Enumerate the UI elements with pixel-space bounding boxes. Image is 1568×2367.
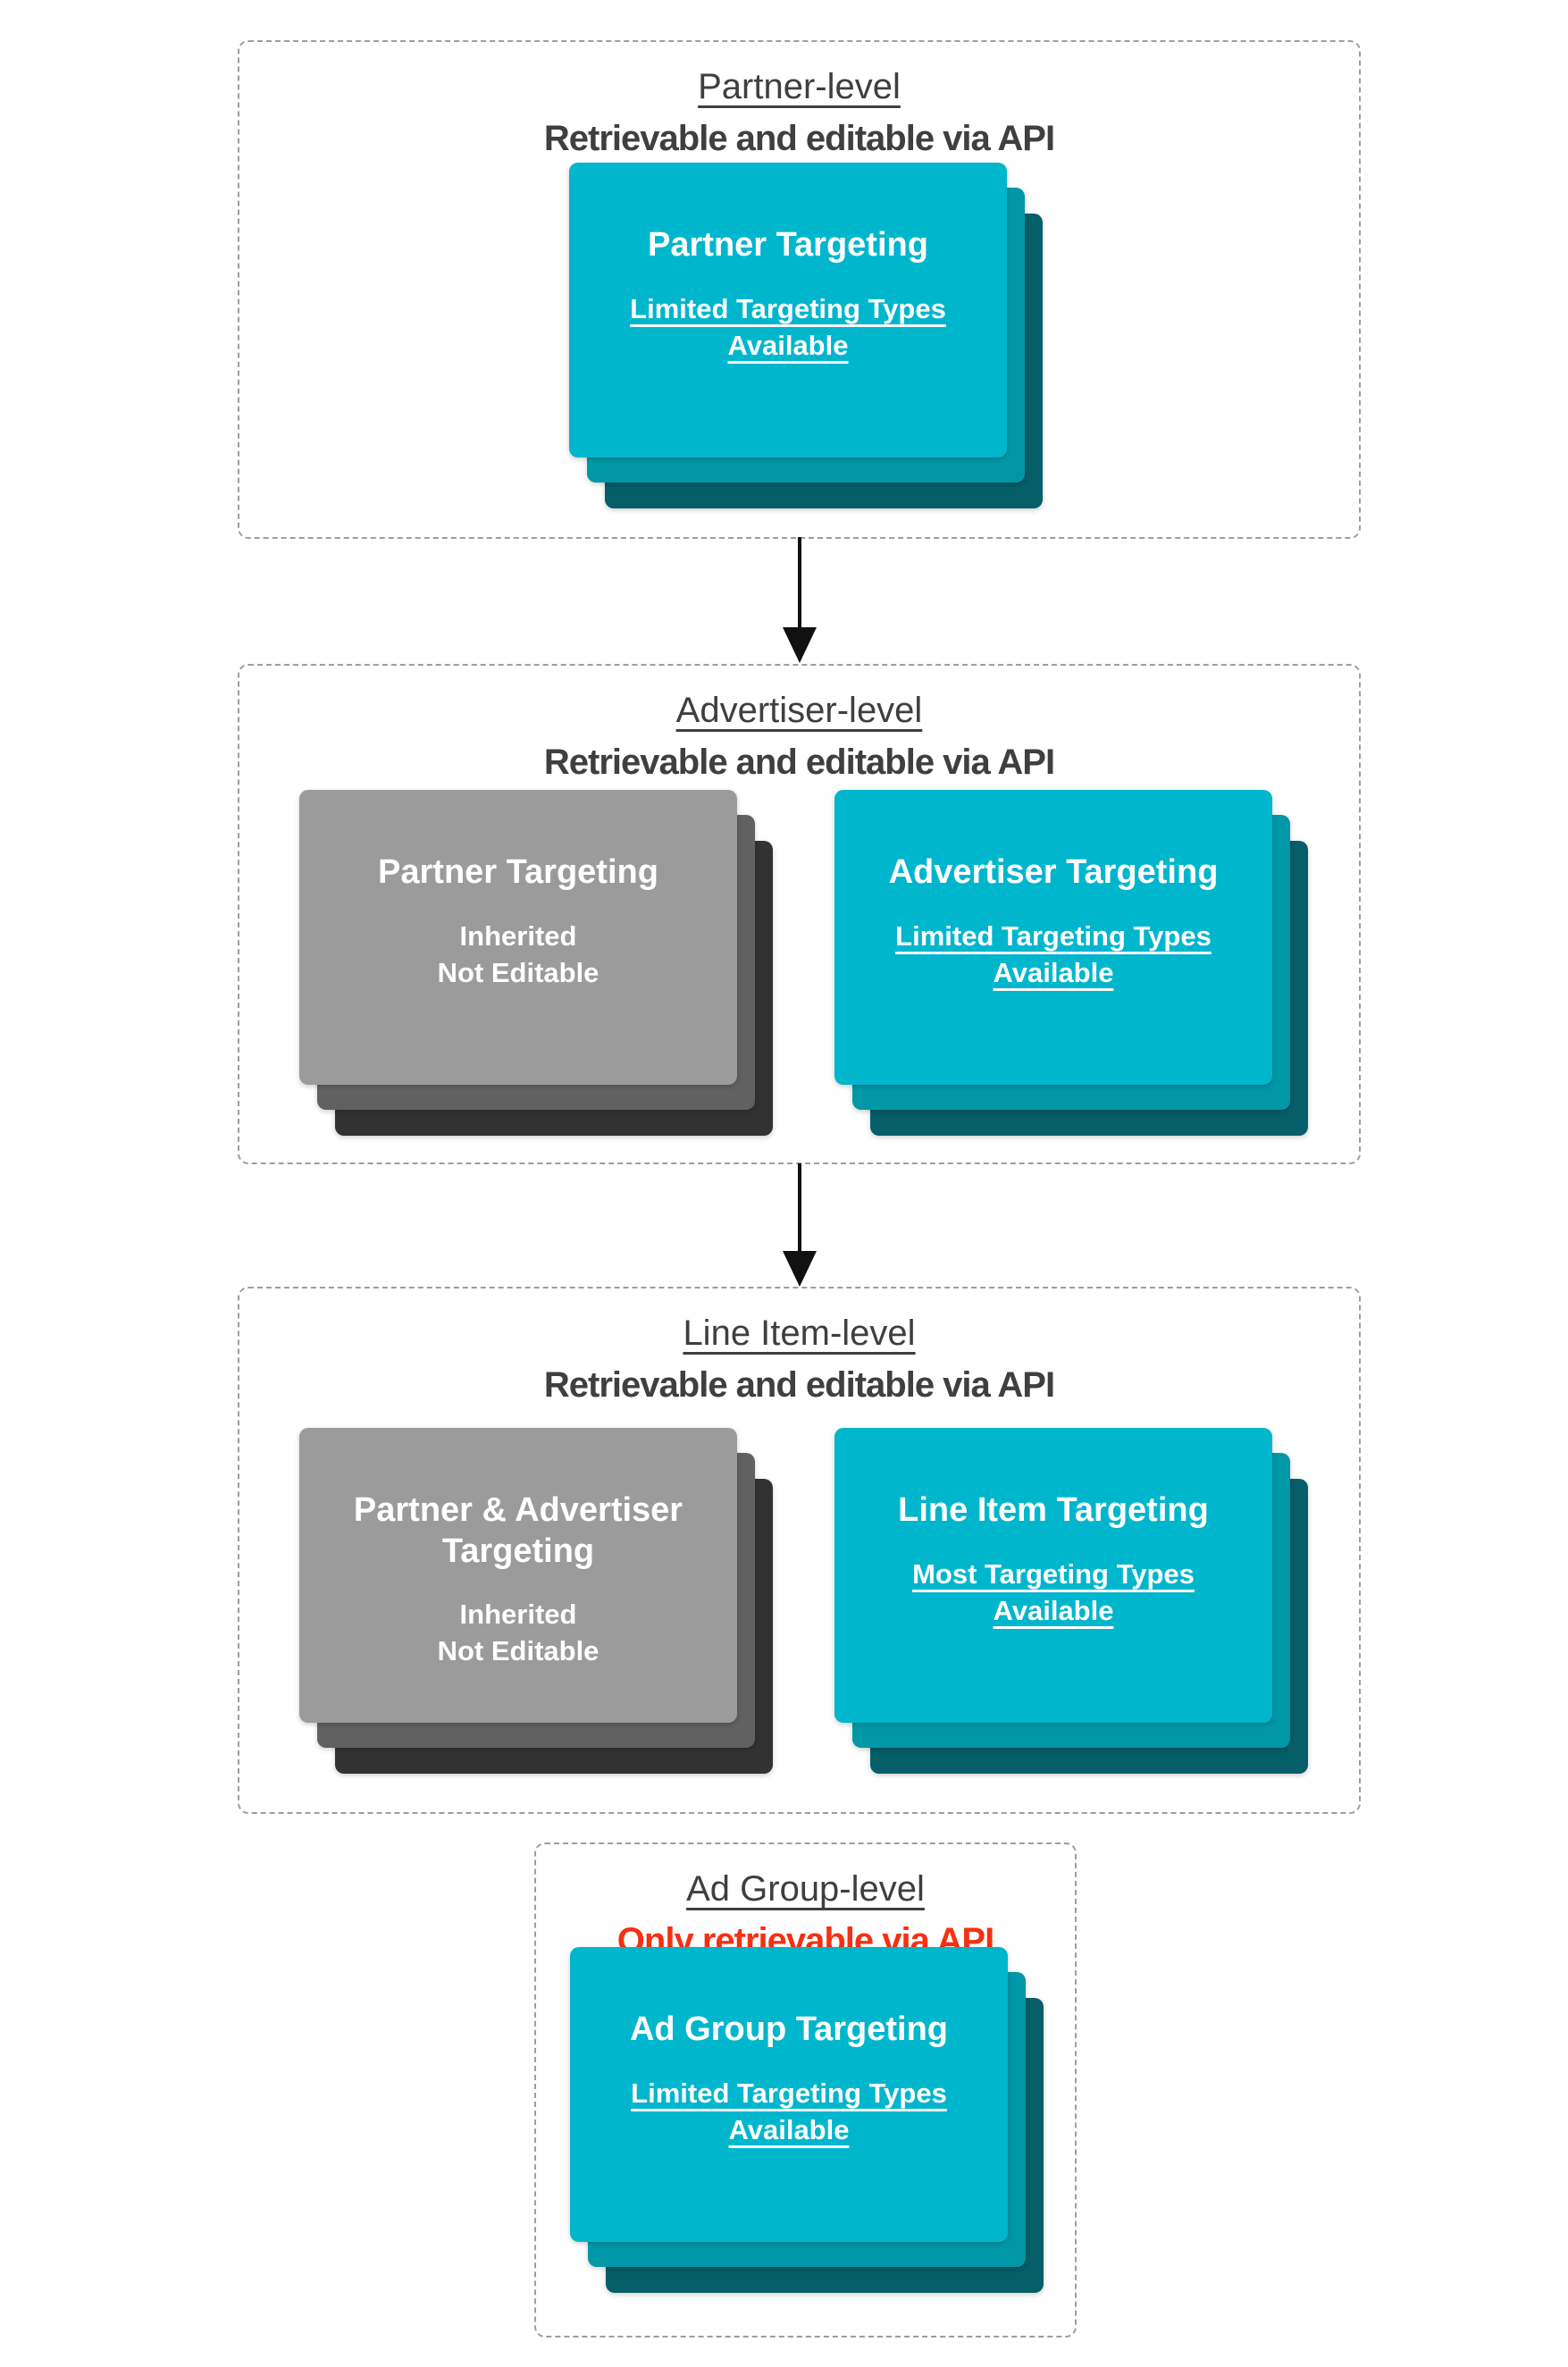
- card-subtitle: Inherited Not Editable: [437, 919, 600, 988]
- ad-group-level-section: Ad Group-level Only retrievable via API …: [534, 1842, 1077, 2338]
- line-item-level-section: Line Item-level Retrievable and editable…: [238, 1287, 1361, 1814]
- arrow-head-icon: [783, 1251, 817, 1287]
- partner-targeting-card: Partner Targeting Limited Targeting Type…: [569, 163, 1007, 457]
- advertiser-level-section: Advertiser-level Retrievable and editabl…: [238, 664, 1361, 1164]
- card-title: Partner Targeting: [378, 853, 658, 891]
- card-subtitle: Limited Targeting Types Available: [895, 919, 1212, 988]
- partner-level-subtitle: Retrievable and editable via API: [543, 119, 1055, 158]
- inherited-partner-targeting-card: Partner Targeting Inherited Not Editable: [299, 790, 737, 1085]
- flow-arrow-down-1: [782, 537, 818, 663]
- card-title: Advertiser Targeting: [888, 853, 1219, 891]
- card-title: Ad Group Targeting: [629, 2010, 949, 2048]
- ad-group-level-title: Ad Group-level: [686, 1869, 925, 1909]
- inherited-partner-advertiser-targeting-card: Partner & Advertiser Targeting Inherited…: [299, 1428, 737, 1723]
- advertiser-level-subtitle: Retrievable and editable via API: [543, 743, 1055, 782]
- card-title: Partner & Advertiser Targeting: [353, 1491, 683, 1570]
- flow-arrow-down-2: [782, 1163, 818, 1287]
- card-subtitle: Limited Targeting Types Available: [630, 292, 946, 361]
- inherited-partner-advertiser-targeting-card-stack: Partner & Advertiser Targeting Inherited…: [299, 1428, 773, 1774]
- ad-group-targeting-card: Ad Group Targeting Limited Targeting Typ…: [570, 1947, 1008, 2242]
- inherited-partner-targeting-card-stack: Partner Targeting Inherited Not Editable: [299, 790, 773, 1136]
- ad-group-targeting-card-stack: Ad Group Targeting Limited Targeting Typ…: [570, 1947, 1044, 2293]
- card-subtitle: Most Targeting Types Available: [912, 1557, 1195, 1626]
- line-item-level-title: Line Item-level: [683, 1314, 916, 1353]
- card-title: Partner Targeting: [648, 226, 928, 264]
- line-item-level-subtitle: Retrievable and editable via API: [543, 1365, 1055, 1405]
- arrow-shaft: [798, 1163, 801, 1253]
- partner-level-title: Partner-level: [698, 67, 901, 106]
- card-subtitle: Limited Targeting Types Available: [631, 2077, 947, 2145]
- partner-level-heading: Partner-level Retrievable and editable v…: [239, 42, 1359, 162]
- line-item-targeting-card: Line Item Targeting Most Targeting Types…: [834, 1428, 1272, 1723]
- line-item-targeting-card-stack: Line Item Targeting Most Targeting Types…: [834, 1428, 1308, 1774]
- advertiser-targeting-card: Advertiser Targeting Limited Targeting T…: [834, 790, 1272, 1085]
- advertiser-level-title: Advertiser-level: [675, 691, 923, 730]
- advertiser-targeting-card-stack: Advertiser Targeting Limited Targeting T…: [834, 790, 1308, 1136]
- line-item-level-heading: Line Item-level Retrievable and editable…: [239, 1288, 1359, 1408]
- arrow-shaft: [798, 537, 801, 629]
- card-title: Line Item Targeting: [898, 1491, 1209, 1529]
- advertiser-level-heading: Advertiser-level Retrievable and editabl…: [239, 666, 1359, 785]
- ad-group-level-heading: Ad Group-level Only retrievable via API: [536, 1844, 1075, 1964]
- arrow-head-icon: [783, 627, 817, 663]
- partner-targeting-card-stack: Partner Targeting Limited Targeting Type…: [569, 163, 1043, 508]
- card-subtitle: Inherited Not Editable: [437, 1599, 600, 1667]
- partner-level-section: Partner-level Retrievable and editable v…: [238, 40, 1361, 539]
